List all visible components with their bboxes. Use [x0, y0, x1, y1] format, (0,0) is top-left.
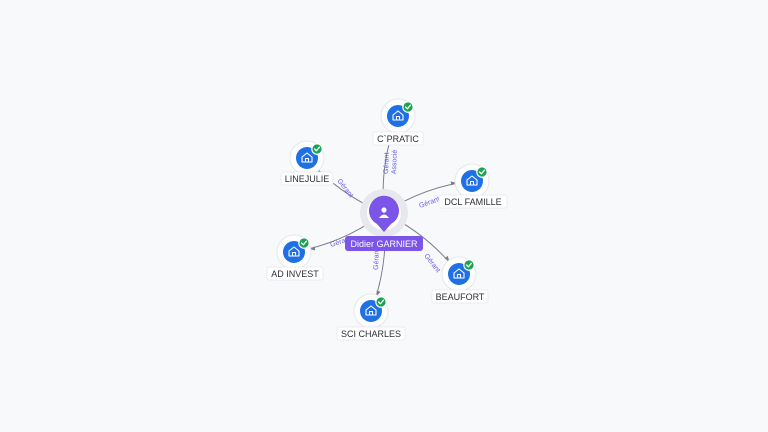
building-icon	[392, 110, 404, 121]
company-node-scicharles[interactable]: SCI CHARLES	[336, 293, 406, 341]
company-node-beaufort[interactable]: BEAUFORT	[431, 256, 489, 304]
node-label-box	[438, 194, 508, 209]
verified-check-icon	[402, 101, 414, 113]
building-icon	[466, 175, 478, 186]
node-label-box	[336, 326, 406, 341]
building-icon	[365, 305, 377, 316]
company-name-label: C`PRATIC	[377, 134, 419, 144]
building-icon	[301, 152, 313, 163]
edge-arrow	[444, 255, 450, 262]
verified-check-icon	[463, 259, 475, 271]
building-icon	[288, 246, 300, 257]
company-name-label: BEAUFORT	[436, 292, 485, 302]
verified-check-icon	[311, 143, 323, 155]
node-label-box	[266, 266, 324, 281]
edge-relation-label: GérantAssocié	[383, 149, 399, 174]
edge-relation-label: Gérant	[418, 196, 441, 210]
nodes-layer: C`PRATIC DCL FAMILLE BEAUFORT SCI CHARLES AD…	[266, 98, 508, 341]
edge-relation-label: Gérant	[335, 178, 354, 199]
edge-arrow	[376, 290, 381, 297]
company-node-adinvest[interactable]: AD INVEST	[266, 234, 324, 281]
company-node-cpratic[interactable]: C`PRATIC	[372, 98, 424, 146]
company-name-label: DCL FAMILLE	[444, 197, 501, 207]
verified-check-icon	[375, 296, 387, 308]
center-name-label: Didier GARNIER	[350, 239, 418, 249]
center-node[interactable]: Didier GARNIER	[345, 189, 423, 251]
edge-relation-label: Gérant	[422, 253, 441, 274]
company-node-dclfamille[interactable]: DCL FAMILLE	[438, 163, 508, 209]
company-name-label: LINEJULIE	[285, 174, 330, 184]
verified-check-icon	[298, 237, 310, 249]
building-icon	[453, 268, 465, 279]
company-node-linejulie[interactable]: LINEJULIE	[280, 140, 334, 186]
person-icon	[379, 207, 389, 218]
edge-relation-label: Gérant	[373, 248, 381, 270]
verified-check-icon	[476, 166, 488, 178]
company-name-label: AD INVEST	[271, 269, 319, 279]
node-label-box	[280, 171, 334, 186]
center-name-box	[345, 236, 423, 251]
node-label-box	[372, 131, 424, 146]
company-name-label: SCI CHARLES	[341, 329, 401, 339]
location-pin-icon	[369, 195, 400, 232]
edge-arrow	[450, 181, 457, 186]
node-label-box	[431, 289, 489, 304]
